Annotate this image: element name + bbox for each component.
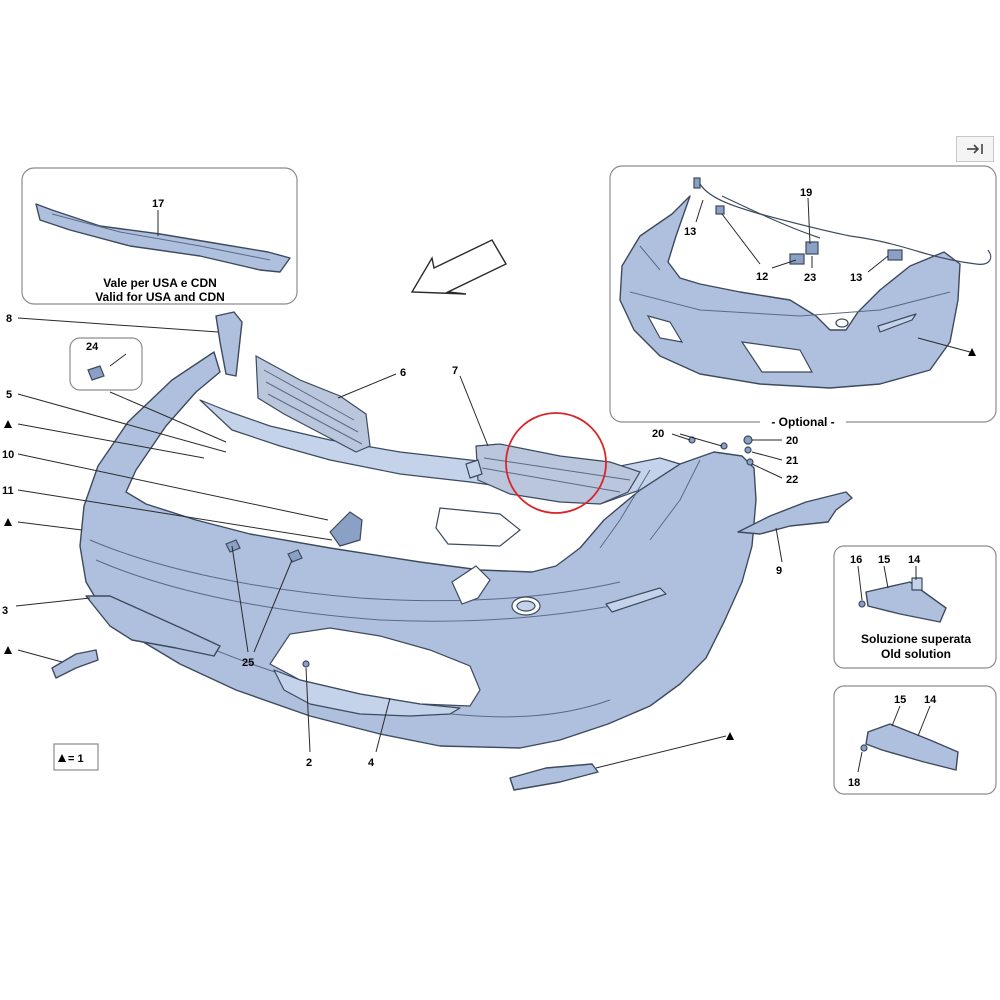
label-18: 18 [848, 777, 860, 789]
part-8-bracket [215, 311, 243, 377]
usa-caption-it: Vale per USA e CDN [103, 276, 217, 290]
label-8: 8 [6, 313, 12, 325]
optional-caption: - Optional - [771, 415, 834, 429]
label-10: 10 [2, 449, 14, 461]
part-24-inset [69, 337, 143, 391]
new-bracket [865, 723, 959, 771]
label-20a: 20 [652, 428, 664, 440]
side-intake [451, 565, 491, 605]
part-7-grille [475, 443, 641, 505]
triangle-icon [968, 348, 976, 356]
legend-text: = 1 [68, 753, 84, 765]
small-lip-piece [51, 649, 99, 679]
optional-inset: - Optional - 13 19 12 23 13 [609, 165, 997, 429]
old-solution-inset: 16 15 14 Soluzione superata Old solution [833, 545, 997, 669]
label-13b: 13 [850, 272, 862, 284]
usa-inset: 17 Vale per USA e CDN Valid for USA and … [21, 167, 298, 305]
reinforcement-beam [35, 203, 291, 273]
label-6: 6 [400, 367, 406, 379]
label-7: 7 [452, 365, 458, 377]
part-9-trim [737, 491, 853, 535]
label-12: 12 [756, 271, 768, 283]
left-lip [85, 595, 221, 657]
direction-arrow [410, 239, 507, 295]
label-24: 24 [86, 341, 99, 353]
old-caption-en: Old solution [881, 647, 951, 661]
highlight-circle [505, 412, 607, 514]
label-15-old: 15 [878, 554, 890, 566]
optional-bumper [619, 195, 961, 389]
label-19: 19 [800, 187, 812, 199]
label-15-new: 15 [894, 694, 906, 706]
old-caption-it: Soluzione superata [861, 632, 971, 646]
center-opening [435, 507, 521, 547]
latch-bracket [329, 511, 363, 547]
label-20b: 20 [786, 435, 798, 447]
label-16: 16 [850, 554, 862, 566]
label-9: 9 [776, 565, 782, 577]
label-2: 2 [306, 757, 312, 769]
label-11: 11 [2, 485, 14, 497]
label-5: 5 [6, 389, 12, 401]
old-bracket [865, 581, 947, 623]
optional-bumper-opening [740, 341, 814, 373]
collapse-panel-button[interactable] [956, 136, 994, 162]
label-22: 22 [786, 474, 798, 486]
lower-splitter [509, 763, 599, 791]
label-23: 23 [804, 272, 816, 284]
label-3: 3 [2, 605, 8, 617]
label-14-new: 14 [924, 694, 937, 706]
arrow-to-right-icon [967, 144, 983, 154]
label-17: 17 [152, 198, 164, 210]
new-solution-inset: 15 14 18 [833, 685, 997, 795]
part-24 [87, 365, 105, 381]
label-25: 25 [242, 657, 254, 669]
triangle-icon [4, 420, 12, 428]
label-14-old: 14 [908, 554, 921, 566]
triangle-icon [4, 518, 12, 526]
side-marker [605, 587, 667, 613]
part-6-grille [255, 354, 371, 453]
triangle-icon [4, 646, 12, 654]
triangle-icon [58, 754, 66, 762]
label-13a: 13 [684, 226, 696, 238]
usa-caption-en: Valid for USA and CDN [95, 290, 225, 304]
label-21: 21 [786, 455, 798, 467]
label-4: 4 [368, 757, 375, 769]
triangle-icon [726, 732, 734, 740]
